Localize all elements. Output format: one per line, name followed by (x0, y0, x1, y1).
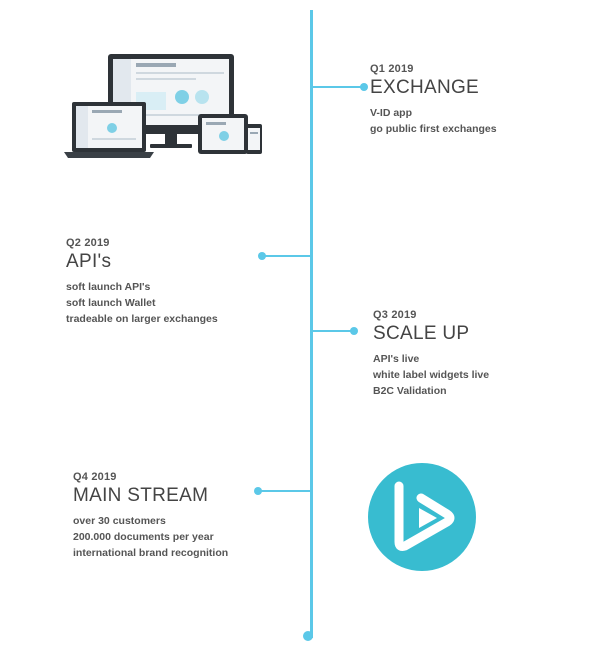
milestone-quarter: Q1 2019 (370, 63, 414, 75)
responsive-devices-icon (64, 54, 262, 158)
timeline-axis (310, 10, 313, 638)
milestone-item: white label widgets live (373, 369, 490, 381)
milestone-item: tradeable on larger exchanges (66, 313, 218, 325)
milestone-item: go public first exchanges (370, 123, 497, 135)
connector-q4 (254, 487, 311, 495)
milestone-item: 200.000 documents per year (73, 531, 214, 543)
milestone-q4: Q4 2019 MAIN STREAM over 30 customers 20… (73, 471, 228, 561)
milestone-title: SCALE UP (373, 323, 470, 344)
milestone-item: international brand recognition (73, 547, 229, 559)
milestone-item: over 30 customers (73, 515, 166, 527)
milestone-item: B2C Validation (373, 385, 447, 397)
milestone-q3: Q3 2019 SCALE UP API's live white label … (373, 309, 489, 399)
connector-q2 (258, 252, 311, 260)
milestone-title: MAIN STREAM (73, 485, 209, 506)
connector-q1 (312, 83, 368, 91)
milestone-item: V-ID app (370, 107, 413, 119)
milestone-title: EXCHANGE (370, 77, 480, 98)
devices-illustration (62, 52, 264, 162)
milestone-quarter: Q2 2019 (66, 237, 110, 249)
v-id-logo (367, 462, 477, 572)
milestone-q1: Q1 2019 EXCHANGE V-ID app go public firs… (370, 63, 497, 137)
milestone-quarter: Q4 2019 (73, 471, 117, 483)
connector-q3 (312, 327, 358, 335)
milestone-item: soft launch API's (66, 281, 151, 293)
milestone-q2: Q2 2019 API's soft launch API's soft lau… (66, 237, 218, 327)
milestone-quarter: Q3 2019 (373, 309, 417, 321)
milestone-item: soft launch Wallet (66, 297, 156, 309)
milestone-title: API's (66, 251, 112, 272)
play-logo-icon (368, 463, 476, 571)
timeline-end-dot (303, 631, 313, 641)
milestone-item: API's live (373, 353, 420, 365)
